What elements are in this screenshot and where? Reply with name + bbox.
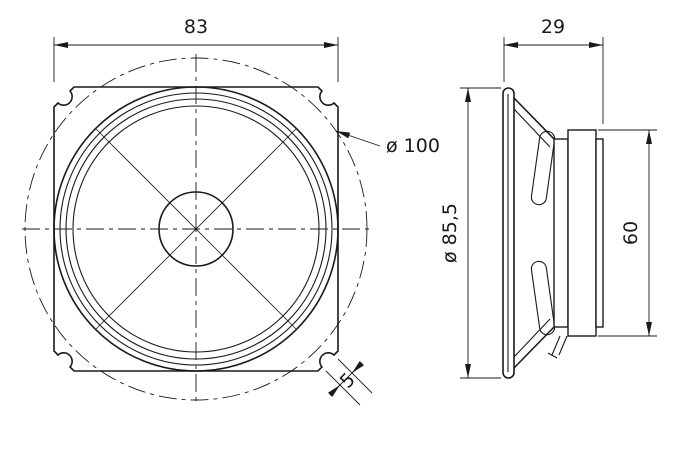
- leader-dia-100: ø 100: [335, 130, 440, 157]
- dimension-dia-85-5: ø 85,5: [439, 87, 501, 379]
- dimension-slot-5: 5: [325, 358, 373, 406]
- dia-85-5-label: ø 85,5: [439, 203, 461, 263]
- diagonal-lines: [95, 128, 297, 330]
- dust-cap: [158, 191, 234, 267]
- flange-profile: [502, 87, 515, 379]
- dim-83-label: 83: [184, 16, 208, 38]
- front-view: 83 ø 100 5: [22, 16, 440, 406]
- outer-circle-dashed: [24, 57, 368, 401]
- dim-60-label: 60: [620, 221, 642, 245]
- basket-windows: [530, 130, 556, 336]
- dimension-height-60: 60: [598, 129, 657, 337]
- basket-cone: [513, 97, 557, 369]
- dimension-width-83: 83: [53, 16, 339, 82]
- magnet-assembly: [553, 129, 604, 337]
- speaker-rings: [53, 86, 339, 372]
- frame-square: [53, 86, 339, 372]
- dim-5-label: 5: [336, 369, 360, 393]
- dim-29-label: 29: [541, 16, 565, 38]
- side-view: 29 ø 85,5 60: [439, 16, 657, 379]
- terminal-lugs: [547, 335, 568, 359]
- dimension-depth-29: 29: [503, 16, 604, 124]
- dia-100-label: ø 100: [386, 135, 440, 157]
